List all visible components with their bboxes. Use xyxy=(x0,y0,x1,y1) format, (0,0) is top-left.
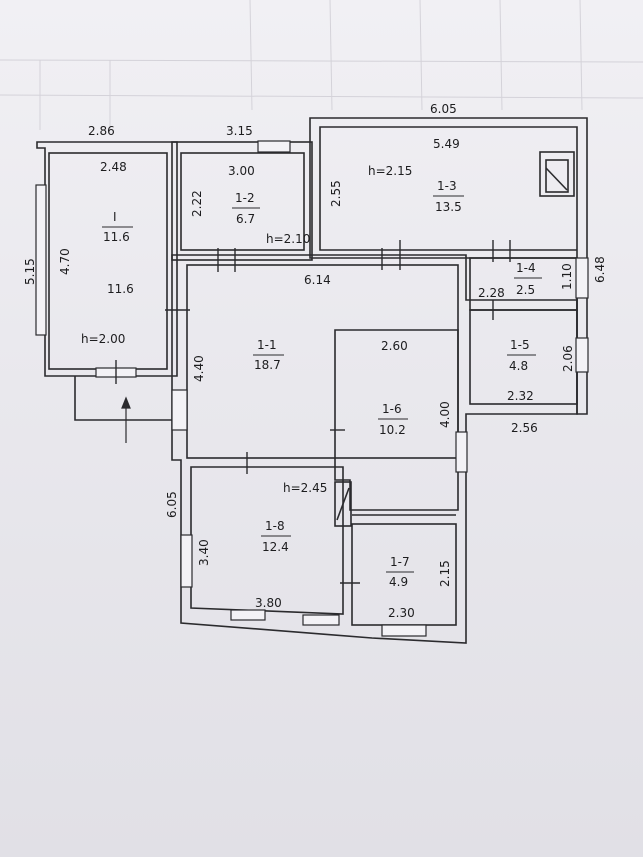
wall-room-1-2-outer xyxy=(171,141,313,261)
window-room-1-1 xyxy=(171,389,188,431)
dim-room-1-1-left: 4.40 xyxy=(192,355,206,382)
window-room-I-left xyxy=(35,184,47,336)
stove-block xyxy=(539,151,575,197)
room-1-3-height: h=2.15 xyxy=(368,164,412,178)
room-I-height: h=2.00 xyxy=(81,332,125,346)
wall-room-1-2-inner xyxy=(180,152,305,251)
room-1-8-number: 1-8 xyxy=(265,519,285,533)
dim-room-1-4-height: 1.10 xyxy=(560,263,574,290)
dim-room-I-top: 2.86 xyxy=(88,124,115,138)
room-1-5-area: 4.8 xyxy=(509,359,528,373)
dim-room-1-2-top: 3.15 xyxy=(226,124,253,138)
porch-step xyxy=(74,376,177,421)
dim-room-1-3-inner-top: 5.49 xyxy=(433,137,460,151)
window-room-1-8-bottom xyxy=(230,609,266,621)
dim-room-1-3-outer-top: 6.05 xyxy=(430,102,457,116)
dim-room-I-inner-top: 2.48 xyxy=(100,160,127,174)
dim-room-1-3-left: 2.55 xyxy=(329,180,343,207)
chimney-diagonal xyxy=(336,487,350,521)
dim-room-1-8-left: 3.40 xyxy=(197,539,211,566)
dim-room-1-1-top: 6.14 xyxy=(304,273,331,287)
room-1-3-number: 1-3 xyxy=(437,179,457,193)
dim-room-I-inner-left: 4.70 xyxy=(58,248,72,275)
window-room-1-2 xyxy=(257,140,291,153)
wall-room-1-6 xyxy=(334,329,459,511)
chimney xyxy=(334,481,352,527)
room-1-2-area: 6.7 xyxy=(236,212,255,226)
dim-room-1-4-width: 2.28 xyxy=(478,286,505,300)
window-room-1-4 xyxy=(575,257,589,299)
room-1-6-number: 1-6 xyxy=(382,402,402,416)
room-1-1-area: 18.7 xyxy=(254,358,281,372)
room-1-7-area: 4.9 xyxy=(389,575,408,589)
room-I-area: 11.6 xyxy=(103,230,130,244)
entry-arrow-icon xyxy=(121,396,131,443)
room-1-8-height: h=2.45 xyxy=(283,481,327,495)
room-1-8-area: 12.4 xyxy=(262,540,289,554)
room-1-1-number: 1-1 xyxy=(257,338,277,352)
dim-room-1-5-height: 2.06 xyxy=(561,345,575,372)
room-1-4-area: 2.5 xyxy=(516,283,535,297)
dim-room-1-8-bottom: 3.80 xyxy=(255,596,282,610)
dim-room-1-7-right: 2.15 xyxy=(438,560,452,587)
wall-main-outer xyxy=(171,254,578,644)
dim-room-1-5-outer-bottom: 2.56 xyxy=(511,421,538,435)
stove-diagonal xyxy=(545,167,568,191)
dim-room-1-2-inner: 3.00 xyxy=(228,164,255,178)
room-1-2-height: h=2.10 xyxy=(266,232,310,246)
ghost-table xyxy=(0,0,643,130)
window-room-1-8-bottom2 xyxy=(302,614,340,626)
dim-right-total: 6.48 xyxy=(593,256,607,283)
dim-room-I-outer-left: 5.15 xyxy=(23,258,37,285)
room-1-3-area: 13.5 xyxy=(435,200,462,214)
dim-room-1-2-left: 2.22 xyxy=(190,190,204,217)
room-1-2-number: 1-2 xyxy=(235,191,255,205)
room-1-6-area: 10.2 xyxy=(379,423,406,437)
room-I-number: I xyxy=(113,210,117,224)
doors xyxy=(115,240,511,584)
stove-inner xyxy=(545,159,569,193)
dim-room-1-6-right: 4.00 xyxy=(438,401,452,428)
dim-main-left: 6.05 xyxy=(165,491,179,518)
window-room-1-7-bottom xyxy=(381,624,427,637)
dim-room-1-5-inner-bottom: 2.32 xyxy=(507,389,534,403)
window-room-1-5 xyxy=(575,337,589,373)
window-room-1-6 xyxy=(455,431,468,473)
walls xyxy=(36,117,588,644)
window-room-1-8-left xyxy=(180,534,193,588)
room-I-area-secondary: 11.6 xyxy=(107,282,134,296)
wall-room-1-1-inner xyxy=(186,264,459,459)
room-1-7-number: 1-7 xyxy=(390,555,410,569)
dim-room-1-6-top: 2.60 xyxy=(381,339,408,353)
labels: 2.86 2.48 5.15 4.70 I 11.6 11.6 h=2.00 3… xyxy=(23,102,607,620)
room-1-5-number: 1-5 xyxy=(510,338,530,352)
room-1-4-number: 1-4 xyxy=(516,261,536,275)
dim-room-1-7-bottom: 2.30 xyxy=(388,606,415,620)
